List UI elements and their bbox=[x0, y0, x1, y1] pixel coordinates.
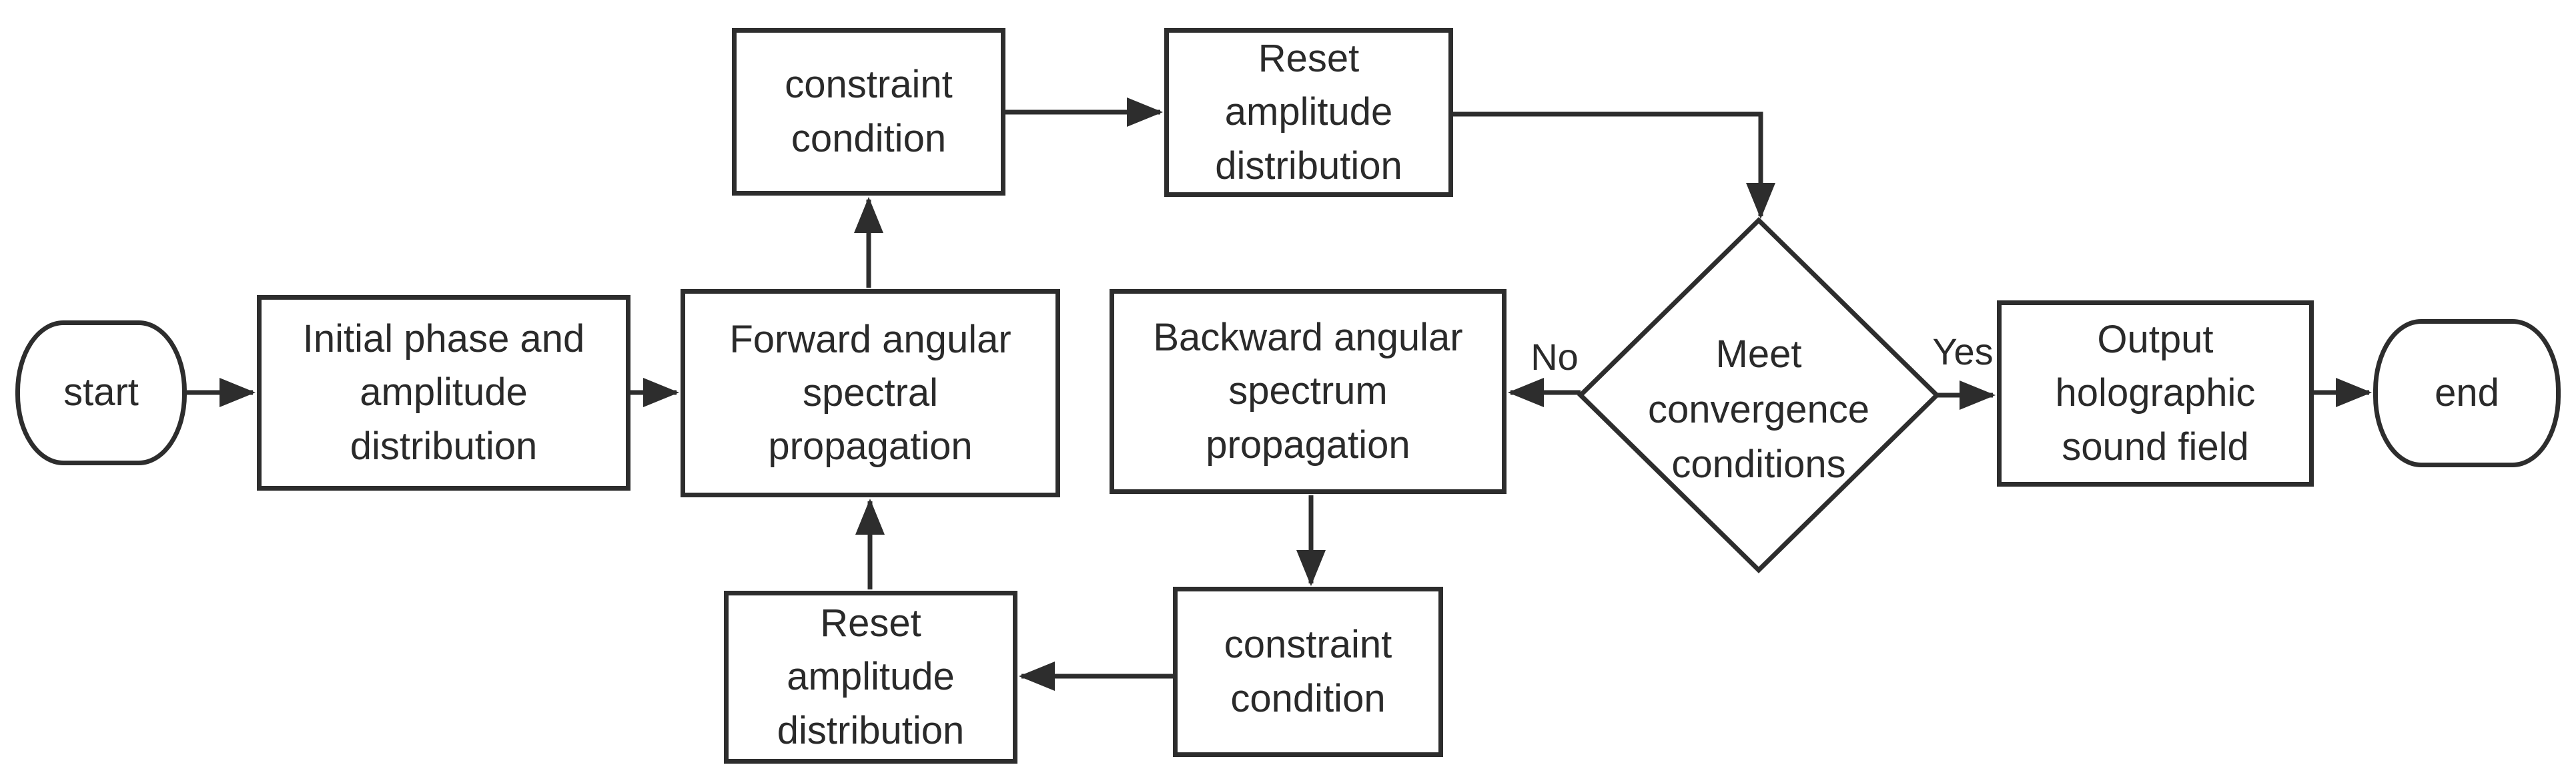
node-constraint-condition-top: constraint condition bbox=[732, 28, 1005, 196]
edge-label-no-text: No bbox=[1531, 335, 1579, 378]
node-constraint-condition-bottom-label: constraint condition bbox=[1224, 623, 1392, 720]
node-constraint-condition-top-label: constraint condition bbox=[785, 63, 953, 160]
node-initial-phase-amplitude-label: Initial phase and amplitude distribution bbox=[302, 317, 585, 468]
node-end-label: end bbox=[2435, 370, 2499, 415]
edge-label-yes: Yes bbox=[1916, 327, 2010, 375]
edge-label-no: No bbox=[1505, 332, 1605, 380]
node-decision-meet-convergence: Meet convergence conditions bbox=[1605, 312, 1912, 507]
node-backward-angular-spectrum-propagation-label: Backward angular spectrum propagation bbox=[1153, 316, 1463, 467]
node-forward-angular-spectral-propagation: Forward angular spectral propagation bbox=[681, 289, 1060, 497]
edge-reset-top-to-decision bbox=[1453, 111, 1775, 219]
node-initial-phase-amplitude: Initial phase and amplitude distribution bbox=[257, 295, 630, 491]
node-output-holographic-sound-field-label: Output holographic sound field bbox=[2055, 318, 2256, 469]
node-reset-amplitude-distribution-top-label: Reset amplitude distribution bbox=[1215, 37, 1402, 188]
node-forward-angular-spectral-propagation-label: Forward angular spectral propagation bbox=[729, 317, 1011, 469]
edge-label-yes-text: Yes bbox=[1932, 330, 1994, 372]
node-reset-amplitude-distribution-bottom-label: Reset amplitude distribution bbox=[777, 601, 965, 752]
node-backward-angular-spectrum-propagation: Backward angular spectrum propagation bbox=[1110, 289, 1507, 494]
node-decision-meet-convergence-label: Meet convergence conditions bbox=[1647, 332, 1870, 487]
node-end: end bbox=[2373, 319, 2561, 467]
node-constraint-condition-bottom: constraint condition bbox=[1173, 587, 1443, 757]
decision-diamond-shape bbox=[1577, 217, 1940, 573]
node-reset-amplitude-distribution-bottom: Reset amplitude distribution bbox=[724, 591, 1017, 764]
node-start: start bbox=[15, 320, 187, 465]
node-output-holographic-sound-field: Output holographic sound field bbox=[1997, 300, 2314, 487]
node-reset-amplitude-distribution-top: Reset amplitude distribution bbox=[1164, 28, 1453, 197]
node-start-label: start bbox=[63, 370, 139, 415]
